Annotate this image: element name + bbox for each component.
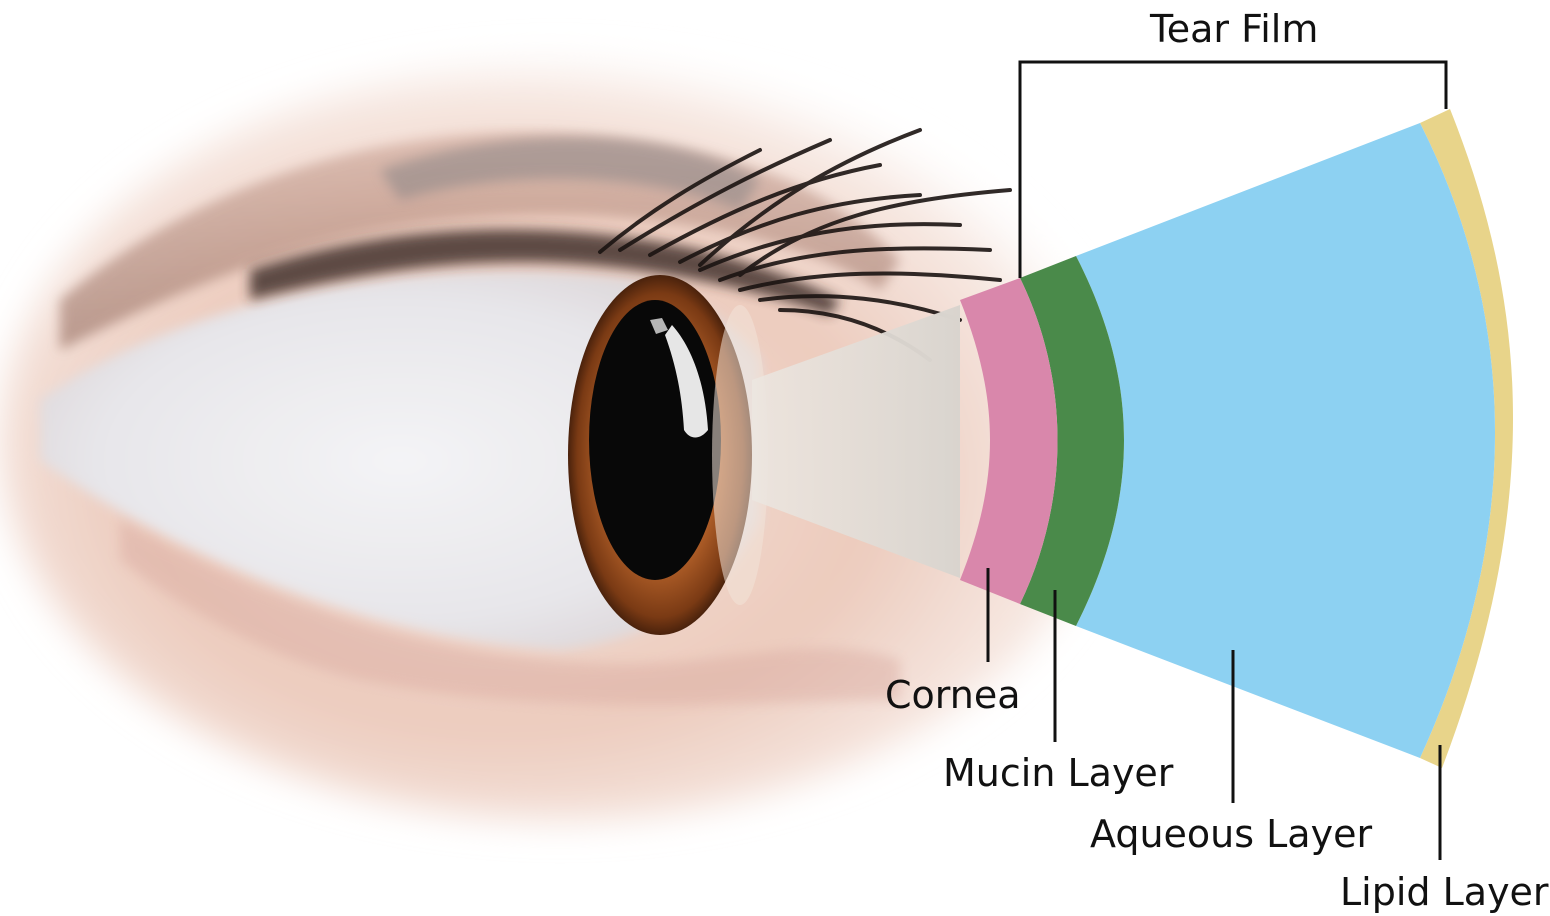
tear-film-label: Tear Film: [1150, 10, 1318, 48]
pupil: [589, 300, 721, 580]
aqueous-layer-band: [1076, 123, 1495, 758]
mucin-layer-label: Mucin Layer: [943, 754, 1173, 792]
aqueous-layer-label: Aqueous Layer: [1090, 815, 1372, 853]
lipid-layer-label: Lipid Layer: [1340, 873, 1549, 911]
cornea-label: Cornea: [885, 676, 1021, 714]
